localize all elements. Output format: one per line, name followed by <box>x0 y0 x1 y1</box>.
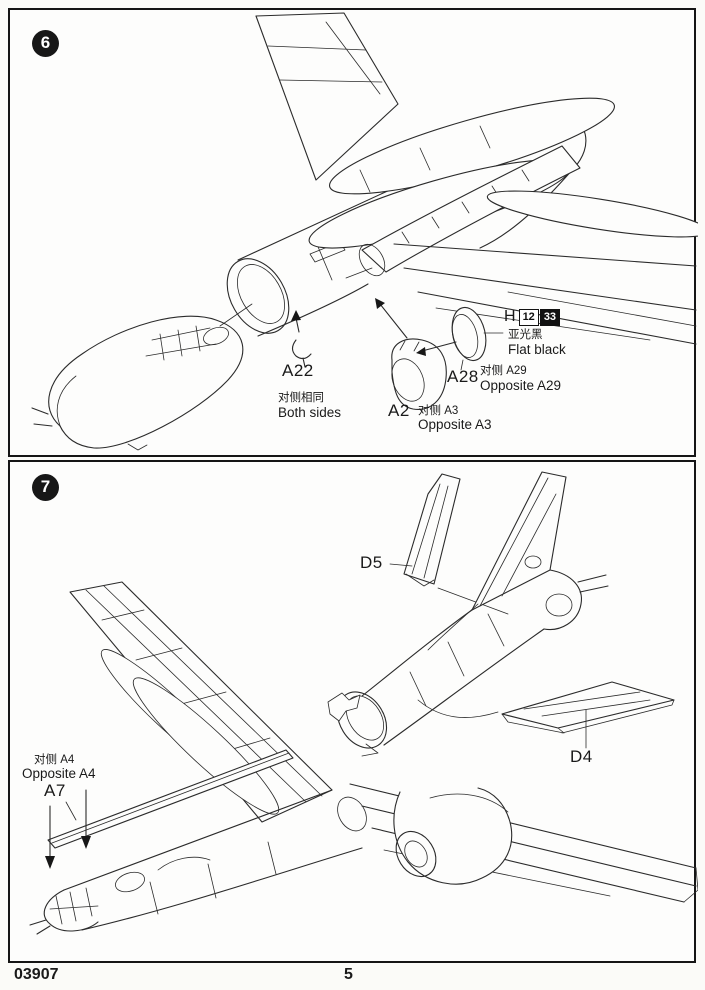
note-a28-cn: 对侧 A29 <box>480 365 527 377</box>
step-6-diagram <box>31 12 698 451</box>
part-label-d4: D4 <box>570 747 593 766</box>
d5-fit-leader <box>437 587 509 615</box>
note-a7-en: Opposite A4 <box>22 766 96 781</box>
right-engine-nacelle <box>393 787 513 885</box>
kit-number: 03907 <box>14 966 59 983</box>
step-7-diagram <box>29 471 698 935</box>
part-label-a7: A7 <box>44 781 66 800</box>
paint-chip-black: 33 <box>539 308 561 326</box>
part-d4-stabilizer <box>417 681 675 749</box>
part-label-a22: A22 <box>282 361 314 380</box>
d4-fit-leader <box>417 699 499 718</box>
part-a22 <box>291 310 312 368</box>
engine-nacelle <box>358 145 581 277</box>
part-a7-strip <box>45 749 294 869</box>
part-label-a2: A2 <box>388 401 410 420</box>
paint-prefix: H <box>504 308 516 325</box>
rear-fuselage <box>327 555 609 757</box>
paint-name-cn: 亚光黑 <box>508 329 543 341</box>
a7-label-leader <box>65 801 77 821</box>
step-7-panel: 7 <box>8 460 698 963</box>
tail-gun-barrels <box>577 574 609 593</box>
step-7-badge: 7 <box>32 474 59 501</box>
step-7-number: 7 <box>40 476 51 496</box>
tail-fin <box>255 12 399 181</box>
note-a28-en: Opposite A29 <box>480 378 562 393</box>
note-a7-cn: 对侧 A4 <box>34 754 75 766</box>
nose-leader-line <box>219 303 253 327</box>
step-6-number: 6 <box>40 32 51 52</box>
arrow-a28 <box>421 341 457 352</box>
paint-name-en: Flat black <box>508 342 566 357</box>
paint-chip-white: 12 <box>518 308 539 326</box>
step-6-panel: 6 <box>8 8 698 457</box>
d5-label-leader <box>389 563 413 567</box>
part-a28 <box>416 306 504 371</box>
part-label-a28: A28 <box>447 367 479 386</box>
part-label-d5: D5 <box>360 553 383 572</box>
part-a2 <box>375 298 447 410</box>
note-a22-en: Both sides <box>278 405 342 420</box>
note-a2-en: Opposite A3 <box>418 417 492 432</box>
note-a22-cn: 对侧相同 <box>278 392 324 404</box>
note-a2-cn: 对侧 A3 <box>418 405 459 417</box>
arrow-a2 <box>379 303 408 339</box>
part-d5-rudder <box>389 473 509 615</box>
page-number: 5 <box>344 966 353 983</box>
a28-label-leader <box>460 359 464 371</box>
tail-fin <box>471 471 567 611</box>
nose-section <box>31 303 253 451</box>
step-6-badge: 6 <box>32 30 59 57</box>
paint-callout: H 12 33 <box>504 308 561 326</box>
front-fuselage <box>29 789 367 935</box>
